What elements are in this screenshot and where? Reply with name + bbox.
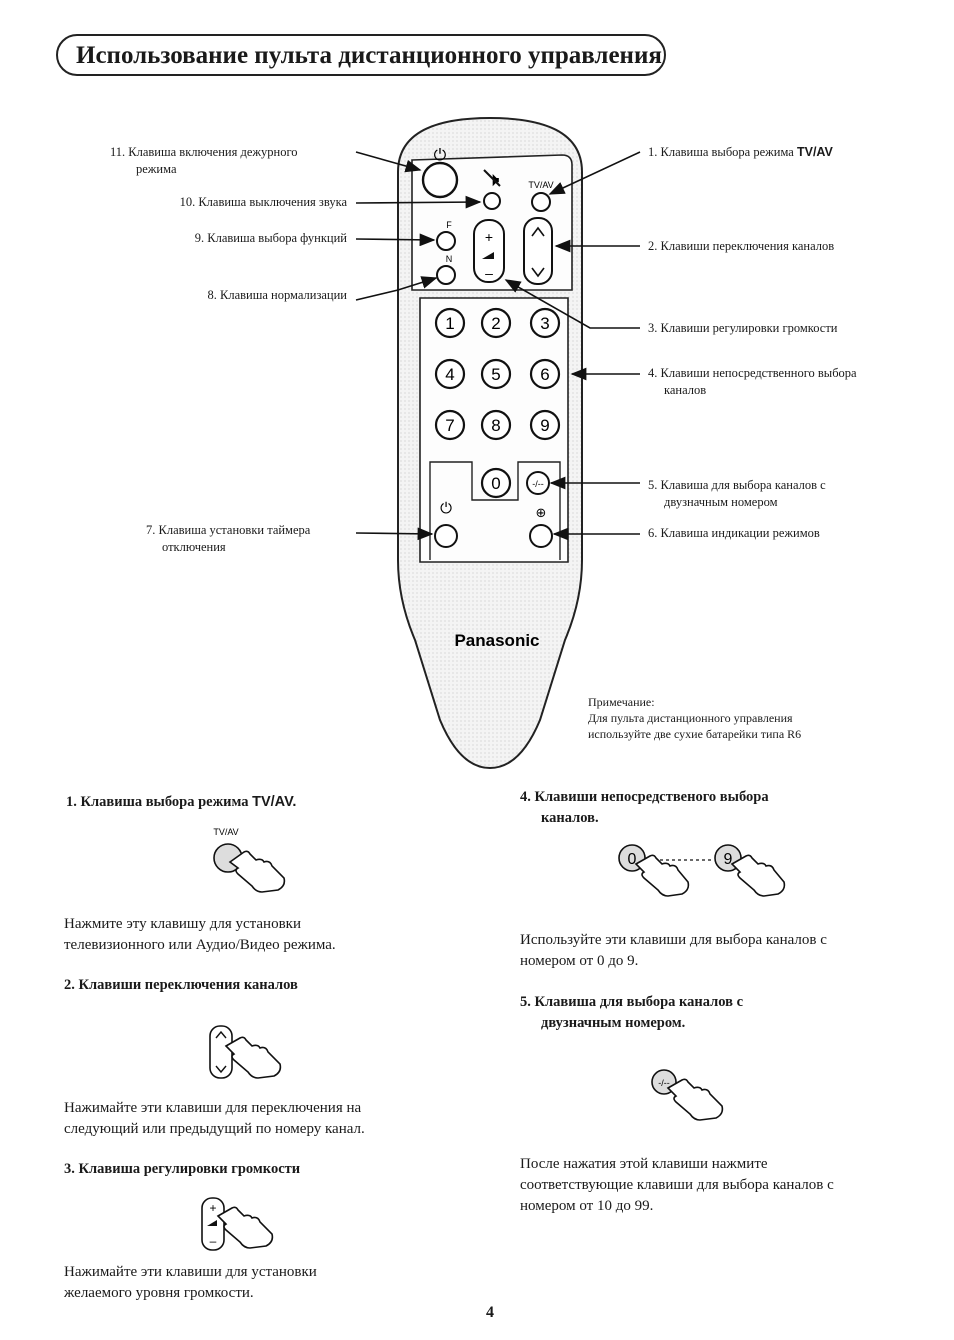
digit-key-label: 6 <box>540 365 549 384</box>
pointing-hand-icon <box>634 854 690 897</box>
section-4-text: Используйте эти клавиши для выбора канал… <box>520 932 827 969</box>
digit-key-5 <box>480 358 512 390</box>
two-digit-icon-label: -/-- <box>658 1078 670 1088</box>
page-title: Использование пульта дистанционного упра… <box>76 42 662 69</box>
digit-key-label: 9 <box>540 416 549 435</box>
vol-plus-label: + <box>485 229 493 245</box>
digit-key-label: 2 <box>491 314 500 333</box>
vol-minus-label: – <box>485 265 493 281</box>
volume-rocker <box>473 219 505 283</box>
digit-key-6 <box>529 358 561 390</box>
digit-key-9 <box>529 409 561 441</box>
digit-key-label: 0 <box>491 474 500 493</box>
digit-to-label: 9 <box>724 851 733 868</box>
f-label: F <box>446 220 452 230</box>
page-number: 4 <box>486 1304 494 1321</box>
normalize-button <box>436 265 456 285</box>
timer-icon: ⏻ <box>440 500 452 517</box>
pointing-hand-icon <box>666 1078 724 1121</box>
svg-text:–: – <box>210 1234 217 1248</box>
pointing-hand-icon <box>224 1036 282 1079</box>
digit-key-label: 7 <box>445 416 454 435</box>
tvav-label: TV/AV <box>528 180 553 190</box>
tvav-button <box>531 192 551 212</box>
two-digit-label: -/-- <box>532 479 544 489</box>
pointing-hand-icon <box>216 1206 274 1249</box>
digit-key-label: 8 <box>491 416 500 435</box>
callout-mute: 10. Клавиша выключения звука <box>179 195 347 209</box>
brand-logo: Panasonic <box>454 631 539 650</box>
digits-press-illustration: 0 9 <box>618 844 786 897</box>
battery-note: Примечание:Для пульта дистанционного упр… <box>588 695 802 741</box>
svg-text:+: + <box>209 1201 216 1215</box>
digit-key-1 <box>434 307 466 339</box>
digit-key-7 <box>434 409 466 441</box>
digit-key-0 <box>480 467 512 499</box>
digit-key-8 <box>480 409 512 441</box>
digit-key-2 <box>480 307 512 339</box>
callout-normalize: 8. Клавиша нормализации <box>207 288 347 302</box>
callout-tvav: 1. Клавиша выбора режима TV/AV <box>648 145 833 159</box>
timer-button <box>434 524 458 548</box>
power-icon: ⏻ <box>434 147 447 164</box>
tvav-press-illustration: TV/AV <box>213 827 286 893</box>
digit-key-label: 4 <box>445 365 454 384</box>
section-2-heading: 2. Клавиши переключения каналов <box>64 977 298 993</box>
digit-keys: 1 2 3 4 5 6 7 8 9 0 <box>434 307 561 499</box>
digit-from-label: 0 <box>628 851 637 868</box>
digit-key-label: 5 <box>491 365 500 384</box>
title-frame <box>56 34 666 76</box>
n-label: N <box>446 254 453 264</box>
digit-key-label: 3 <box>540 314 549 333</box>
two-digit-press-illustration: -/-- <box>651 1069 724 1121</box>
two-digit-button <box>526 471 550 495</box>
display-button <box>529 524 553 548</box>
channel-press-illustration <box>209 1025 282 1079</box>
digit-key-3 <box>529 307 561 339</box>
section-3-heading: 3. Клавиша регулировки громкости <box>64 1161 301 1177</box>
digit-key-4 <box>434 358 466 390</box>
mute-button <box>483 192 501 210</box>
callout-channel: 2. Клавиши переключения каналов <box>648 239 835 253</box>
section-2-text: Нажимайте эти клавиши для переключения н… <box>64 1100 365 1137</box>
volume-press-illustration: + – <box>201 1197 274 1251</box>
pointing-hand-icon <box>730 854 786 897</box>
callout-display: 6. Клавиша индикации режимов <box>648 526 820 540</box>
power-button <box>421 161 459 199</box>
callout-volume: 3. Клавиши регулировки громкости <box>648 321 838 335</box>
channel-rocker <box>523 217 553 285</box>
callout-function: 9. Клавиша выбора функций <box>194 231 347 245</box>
tvav-icon-label: TV/AV <box>213 827 238 837</box>
function-button <box>436 231 456 251</box>
digit-key-label: 1 <box>445 314 454 333</box>
display-icon: ⊕ <box>536 505 547 520</box>
pointing-hand-icon <box>228 850 286 893</box>
section-1-heading: 1. Клавиша выбора режима TV/AV. <box>66 794 297 810</box>
